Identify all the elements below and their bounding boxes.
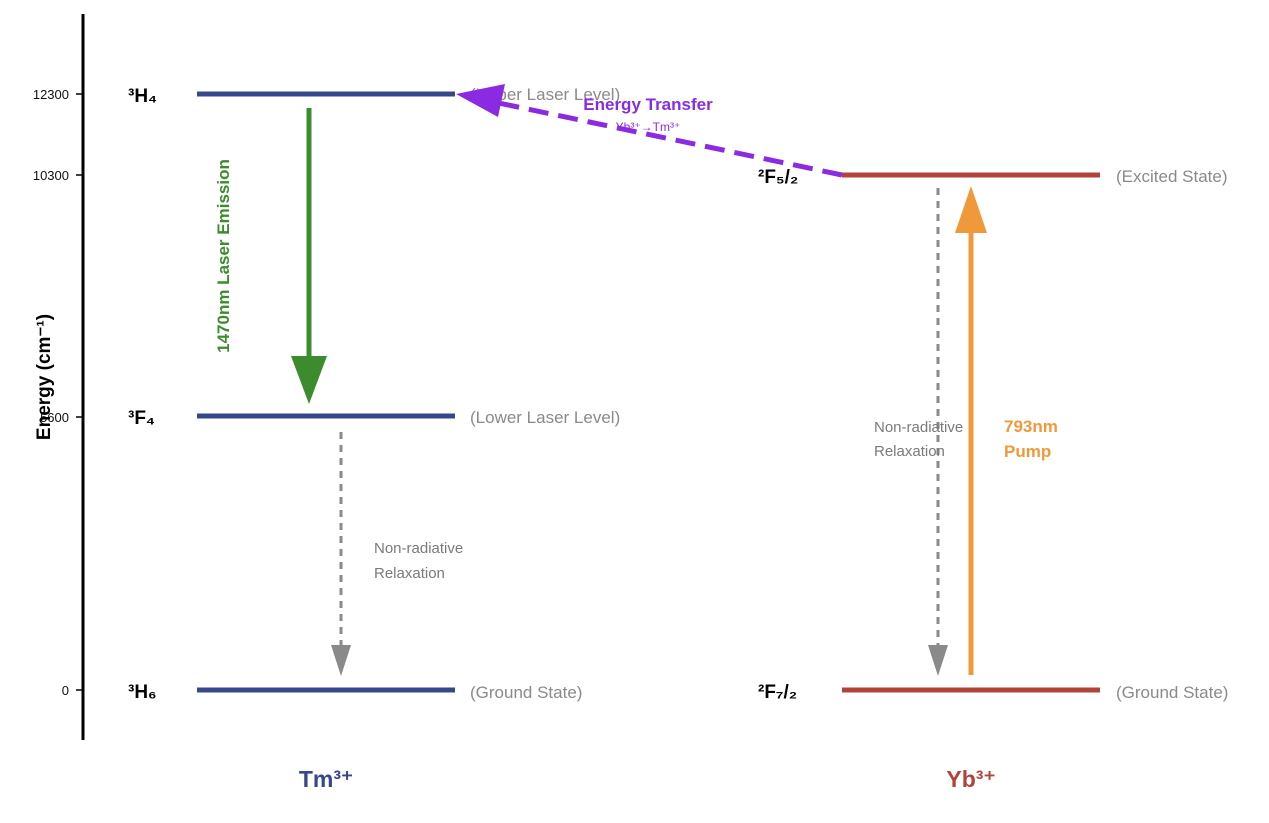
tick-label-0: 0 bbox=[62, 683, 69, 698]
pump-label-2: Pump bbox=[1004, 442, 1051, 461]
tm-relax-label-1: Non-radiative bbox=[374, 540, 463, 557]
pump-arrow bbox=[955, 186, 987, 675]
tm-levels: ³H₄ ³F₄ ³H₆ (Upper Laser Level) (Lower L… bbox=[128, 85, 620, 703]
energy-transfer-arrow bbox=[456, 84, 843, 178]
yb-ion-label: Yb³⁺ bbox=[946, 766, 995, 792]
tick-label-12300: 12300 bbox=[33, 87, 69, 102]
emission-arrow bbox=[291, 108, 327, 404]
emission-arrow-head bbox=[291, 356, 327, 404]
emission-label: 1470nm Laser Emission bbox=[214, 159, 233, 353]
pump-label-1: 793nm bbox=[1004, 417, 1058, 436]
energy-transfer-sub: Yb³⁺→Tm³⁺ bbox=[616, 120, 681, 134]
yb-term-2f72: ²F₇/₂ bbox=[758, 682, 797, 703]
tm-relax-label-2: Relaxation bbox=[374, 565, 445, 582]
tick-label-10300: 10300 bbox=[33, 168, 69, 183]
yb-relaxation-head bbox=[928, 645, 948, 676]
yb-relaxation-arrow bbox=[928, 188, 948, 676]
axis-ticks: 12300 10300 5600 0 bbox=[33, 87, 83, 698]
yb-relax-label-1: Non-radiative bbox=[874, 419, 963, 436]
tm-relaxation-head bbox=[331, 645, 351, 676]
tm-relaxation-arrow bbox=[331, 432, 351, 676]
tick-label-5600: 5600 bbox=[40, 410, 69, 425]
yb-desc-ground: (Ground State) bbox=[1116, 683, 1228, 702]
yb-levels: ²F₅/₂ ²F₇/₂ (Excited State) (Ground Stat… bbox=[758, 167, 1228, 703]
tm-ion-label: Tm³⁺ bbox=[299, 766, 353, 792]
axis-label: Energy (cm⁻¹) bbox=[34, 314, 55, 440]
tm-term-3h6: ³H₆ bbox=[128, 682, 157, 703]
yb-term-2f52: ²F₅/₂ bbox=[758, 167, 798, 188]
energy-transfer-head bbox=[456, 84, 505, 117]
tm-term-3h4: ³H₄ bbox=[128, 86, 157, 107]
tm-desc-upper: (Upper Laser Level) bbox=[470, 85, 620, 104]
tm-desc-lower: (Lower Laser Level) bbox=[470, 408, 620, 427]
tm-term-3f4: ³F₄ bbox=[128, 408, 155, 429]
yb-relax-label-2: Relaxation bbox=[874, 443, 945, 460]
tm-desc-ground: (Ground State) bbox=[470, 683, 582, 702]
yb-desc-excited: (Excited State) bbox=[1116, 167, 1228, 186]
pump-arrow-head bbox=[955, 186, 987, 233]
energy-transfer-label: Energy Transfer bbox=[583, 95, 713, 114]
